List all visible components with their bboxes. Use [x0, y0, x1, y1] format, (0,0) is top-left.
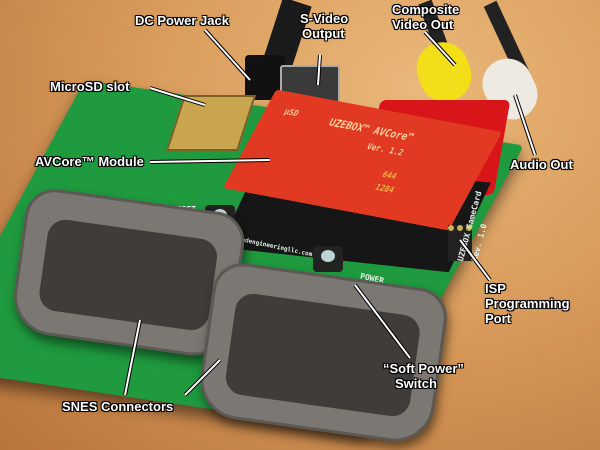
label-isp-1: ISP	[485, 281, 506, 296]
label-avcore: AVCore™ Module	[35, 154, 144, 169]
label-audio-out: Audio Out	[510, 157, 573, 172]
label-isp-2: Programming	[485, 296, 570, 311]
soft-power-button[interactable]	[313, 246, 343, 272]
label-s-video-2: Output	[302, 26, 345, 41]
label-snes: SNES Connectors	[62, 399, 174, 414]
label-s-video-1: S-Video	[300, 11, 349, 26]
label-composite-1: Composite	[392, 2, 460, 17]
label-soft-power-2: Switch	[395, 376, 437, 391]
label-composite-2: Video Out	[392, 17, 454, 32]
label-dc-power-jack: DC Power Jack	[135, 13, 229, 28]
label-isp-3: Port	[485, 311, 511, 326]
label-soft-power-1: “Soft Power”	[383, 361, 464, 376]
label-microsd: MicroSD slot	[50, 79, 130, 94]
